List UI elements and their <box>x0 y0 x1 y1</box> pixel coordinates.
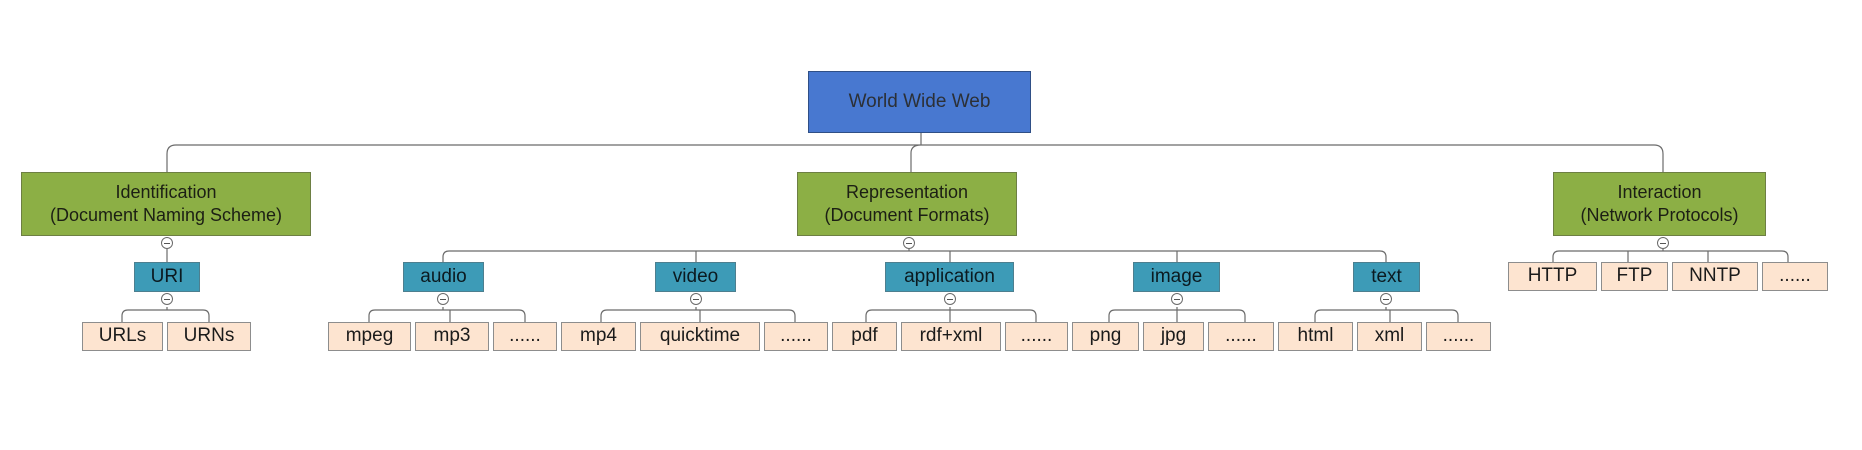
leaf-audio-3[interactable]: ...... <box>493 322 557 351</box>
collapse-audio-icon[interactable] <box>437 293 449 305</box>
leaf-uri-2[interactable]: URNs <box>167 322 251 351</box>
branch-representation[interactable]: Representation (Document Formats) <box>797 172 1017 236</box>
category-video[interactable]: video <box>655 262 736 292</box>
collapse-application-icon[interactable] <box>944 293 956 305</box>
leaf-video-1[interactable]: mp4 <box>561 322 636 351</box>
leaf-protocol-4[interactable]: ...... <box>1762 262 1828 291</box>
leaf-application-2[interactable]: rdf+xml <box>901 322 1001 351</box>
category-application[interactable]: application <box>885 262 1014 292</box>
connector-image-children <box>1108 307 1246 322</box>
category-text[interactable]: text <box>1353 262 1420 292</box>
branch-interaction-title: Interaction <box>1617 181 1702 202</box>
connector-text-children <box>1314 307 1459 322</box>
leaf-protocol-3[interactable]: NNTP <box>1672 262 1758 291</box>
collapse-text-icon[interactable] <box>1380 293 1392 305</box>
connector-audio-children <box>368 307 526 322</box>
collapse-representation-icon[interactable] <box>903 237 915 249</box>
collapse-interaction-icon[interactable] <box>1657 237 1669 249</box>
leaf-video-2[interactable]: quicktime <box>640 322 760 351</box>
branch-identification[interactable]: Identification (Document Naming Scheme) <box>21 172 311 236</box>
branch-representation-subtitle: (Document Formats) <box>824 205 990 225</box>
connector-uri-children <box>121 307 210 322</box>
leaf-application-1[interactable]: pdf <box>832 322 897 351</box>
branch-representation-title: Representation <box>845 181 969 202</box>
leaf-image-3[interactable]: ...... <box>1208 322 1274 351</box>
category-uri[interactable]: URI <box>134 262 200 292</box>
leaf-uri-1[interactable]: URLs <box>82 322 163 351</box>
leaf-audio-2[interactable]: mp3 <box>415 322 489 351</box>
connector-application-children <box>865 307 1037 322</box>
branch-interaction[interactable]: Interaction (Network Protocols) <box>1553 172 1766 236</box>
leaf-application-3[interactable]: ...... <box>1005 322 1068 351</box>
connector-root-branches <box>166 133 1664 172</box>
connector-video-children <box>600 307 796 322</box>
connector-interaction-protocols <box>1552 237 1789 262</box>
branch-interaction-subtitle: (Network Protocols) <box>1580 205 1739 225</box>
leaf-protocol-1[interactable]: HTTP <box>1508 262 1597 291</box>
leaf-audio-1[interactable]: mpeg <box>328 322 411 351</box>
leaf-protocol-2[interactable]: FTP <box>1601 262 1668 291</box>
category-image[interactable]: image <box>1133 262 1220 292</box>
collapse-video-icon[interactable] <box>690 293 702 305</box>
leaf-text-3[interactable]: ...... <box>1426 322 1491 351</box>
category-audio[interactable]: audio <box>403 262 484 292</box>
leaf-image-2[interactable]: jpg <box>1143 322 1204 351</box>
branch-identification-subtitle: (Document Naming Scheme) <box>49 205 283 225</box>
root-label: World Wide Web <box>848 90 991 112</box>
leaf-video-3[interactable]: ...... <box>764 322 828 351</box>
root-node[interactable]: World Wide Web <box>808 71 1031 133</box>
collapse-image-icon[interactable] <box>1171 293 1183 305</box>
leaf-image-1[interactable]: png <box>1072 322 1139 351</box>
branch-identification-title: Identification <box>115 181 217 202</box>
collapse-uri-icon[interactable] <box>161 293 173 305</box>
collapse-identification-icon[interactable] <box>161 237 173 249</box>
leaf-text-1[interactable]: html <box>1278 322 1353 351</box>
leaf-text-2[interactable]: xml <box>1357 322 1422 351</box>
